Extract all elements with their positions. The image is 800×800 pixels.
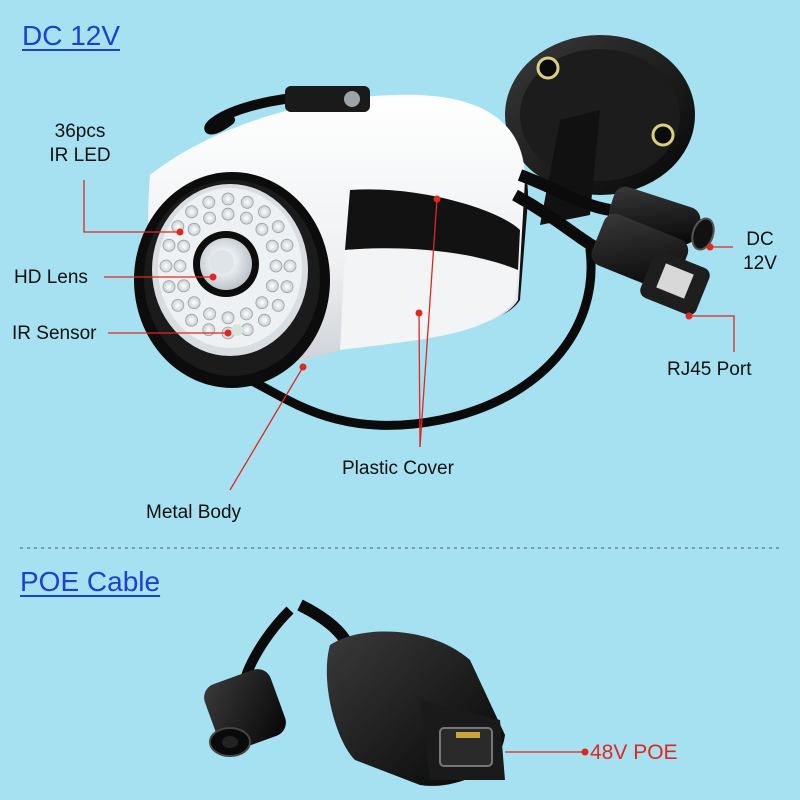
lens xyxy=(193,231,259,297)
ir-led xyxy=(257,313,271,327)
ir-led xyxy=(203,307,217,321)
dc-label-line2: 12V xyxy=(743,253,777,274)
ir-led-ring xyxy=(159,192,297,340)
ir-led xyxy=(187,222,201,236)
ir-led xyxy=(240,195,254,209)
ir-sensor-label: IR Sensor xyxy=(12,323,97,344)
rj45-port-label: RJ45 Port xyxy=(667,359,752,380)
ir-led xyxy=(173,259,187,273)
callout-lines xyxy=(83,180,735,756)
ir-led xyxy=(280,280,294,294)
ir-led xyxy=(187,296,201,310)
ir-led xyxy=(265,279,279,293)
ir-led xyxy=(255,296,269,310)
ir-led-label-line1: 36pcs xyxy=(54,121,106,142)
ir-led xyxy=(171,298,185,312)
ir-led-label: 36pcs IR LED xyxy=(40,120,120,168)
ir-led xyxy=(221,192,235,206)
ir-sensor-dot xyxy=(231,324,243,336)
dc-12v-label: DC 12V xyxy=(737,228,783,276)
ir-led xyxy=(269,259,283,273)
ir-led xyxy=(265,239,279,253)
ir-led xyxy=(202,323,216,337)
metal-body-label: Metal Body xyxy=(146,502,242,523)
ir-led xyxy=(283,259,297,273)
ir-led xyxy=(271,220,285,234)
ir-led xyxy=(177,239,191,253)
callout-ir-led xyxy=(83,180,180,233)
ir-led xyxy=(162,280,176,294)
ir-led xyxy=(280,238,294,252)
ir-led xyxy=(239,211,253,225)
ir-led xyxy=(240,323,254,337)
callout-plastic-cover-1 xyxy=(419,198,438,448)
dc-12v-heading: DC 12V xyxy=(22,20,121,51)
ir-led xyxy=(185,313,199,327)
ir-led xyxy=(177,279,191,293)
poe-cable-heading: POE Cable xyxy=(20,566,161,597)
ir-led xyxy=(239,307,253,321)
ir-led xyxy=(162,238,176,252)
ir-led xyxy=(202,195,216,209)
ir-led xyxy=(159,259,173,273)
poe-cable-illustration xyxy=(204,599,505,786)
ir-led xyxy=(203,211,217,225)
plastic-cover-label: Plastic Cover xyxy=(342,458,454,479)
ir-led xyxy=(271,298,285,312)
poe-48v-label: 48V POE xyxy=(590,741,678,764)
camera-body xyxy=(134,86,529,388)
ir-led xyxy=(221,311,235,325)
hd-lens-label: HD Lens xyxy=(14,267,88,288)
ir-led xyxy=(255,222,269,236)
callout-rj45 xyxy=(689,315,735,352)
callout-plastic-cover-2 xyxy=(418,312,421,448)
ir-led xyxy=(185,205,199,219)
callout-metal-body xyxy=(229,366,304,491)
ir-led xyxy=(221,207,235,221)
dc-label-line1: DC xyxy=(746,229,774,250)
wall-mount xyxy=(505,35,695,225)
side-connectors xyxy=(512,169,715,316)
ir-led-label-line2: IR LED xyxy=(49,145,111,166)
ir-led xyxy=(257,205,271,219)
